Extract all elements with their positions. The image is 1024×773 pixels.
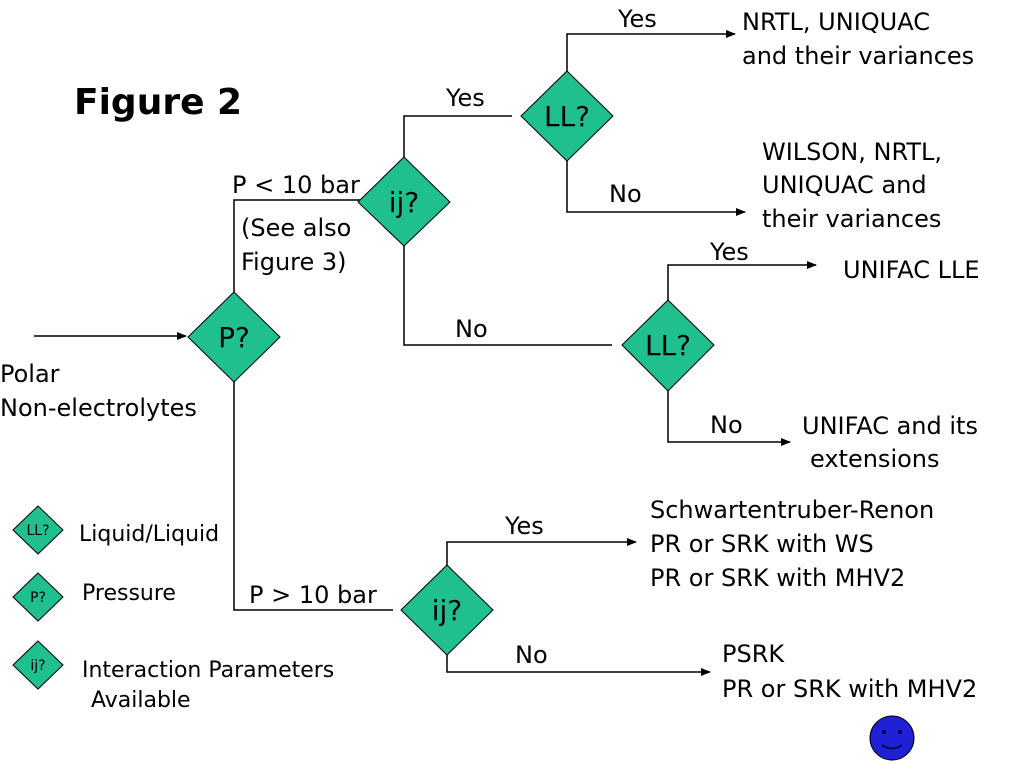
edge-label-see-also-1: (See also	[241, 214, 351, 242]
edge-label-ll-top-yes: Yes	[617, 5, 657, 33]
legend-item-liquid: LL? Liquid/Liquid	[12, 505, 219, 555]
node-ll-top: LL?	[520, 70, 614, 162]
edge-label-ll-mid-no: No	[710, 411, 743, 439]
figure-title: Figure 2	[74, 82, 242, 123]
edge-label-p-low: P < 10 bar	[232, 171, 360, 199]
node-ij-low-label: ij?	[389, 186, 419, 219]
outcome-ll-top-no-line-2: UNIQUAC and	[762, 171, 927, 199]
edge-label-ll-top-no: No	[609, 180, 642, 208]
edge-label-ij-high-yes: Yes	[504, 512, 544, 540]
input-label-line-2: Non-electrolytes	[0, 394, 197, 422]
legend-symbol-ll: LL?	[26, 523, 49, 539]
edge-ij-high-yes	[446, 538, 637, 565]
edge-label-ij-low-no: No	[455, 315, 488, 343]
legend-item-interaction: ij? Interaction Parameters Available	[12, 640, 334, 713]
node-ll-top-label: LL?	[544, 100, 590, 133]
edge-ij-low-no	[403, 246, 612, 346]
legend-symbol-ij: ij?	[30, 658, 45, 674]
smiley-right-eye	[898, 730, 902, 734]
legend-text-ij-line-2: Available	[91, 688, 191, 713]
outcome-ij-high-no-line-2: PR or SRK with MHV2	[722, 675, 977, 703]
edge-label-ij-high-no: No	[515, 641, 548, 669]
edge-ll-mid-no	[667, 391, 791, 446]
legend-item-pressure: P? Pressure	[12, 572, 176, 622]
outcome-ll-mid-no-line-2: extensions	[810, 445, 940, 473]
node-ij-high-diamond	[400, 564, 494, 656]
smiley-face-circle[interactable]	[869, 715, 915, 761]
smiley-left-eye	[882, 730, 886, 734]
legend-text-p: Pressure	[82, 581, 176, 606]
outcome-ll-mid-yes-line-1: UNIFAC LLE	[843, 256, 980, 284]
edge-ll-top-yes	[566, 30, 736, 71]
legend-symbol-p: P?	[30, 590, 46, 606]
legend-text-ij-line-1: Interaction Parameters	[82, 658, 334, 683]
node-p: P?	[187, 291, 281, 383]
edge-label-p-high: P > 10 bar	[249, 581, 377, 609]
node-ll-mid: LL?	[621, 299, 715, 392]
outcome-ij-high-no-line-1: PSRK	[722, 640, 785, 668]
edge-ij-high-no	[446, 655, 711, 676]
outcome-ll-top-yes-line-2: and their variances	[742, 42, 974, 70]
connectors	[34, 30, 817, 676]
node-ll-top-diamond	[520, 70, 614, 162]
outcome-ij-high-yes-line-3: PR or SRK with MHV2	[650, 564, 905, 592]
legend-diamond-ij	[12, 640, 64, 690]
edge-p-to-ij-low	[233, 199, 375, 292]
node-ij-high-label: ij?	[432, 594, 462, 627]
legend-diamond-p	[12, 572, 64, 622]
outcome-ij-high-yes-line-1: Schwartentruber-Renon	[650, 496, 934, 524]
edge-ll-top-no	[566, 161, 746, 216]
node-ij-high: ij?	[400, 564, 494, 656]
edge-label-ll-mid-yes: Yes	[709, 238, 749, 266]
edge-ll-mid-yes	[667, 261, 817, 300]
legend-text-ll: Liquid/Liquid	[79, 522, 219, 547]
edge-label-ij-low-yes: Yes	[445, 84, 485, 112]
edge-label-see-also-2: Figure 3)	[241, 248, 347, 276]
edge-p-to-ij-high	[233, 382, 393, 611]
node-ij-low: ij?	[357, 156, 451, 247]
smiley-face-icon[interactable]	[869, 715, 915, 761]
input-label-line-1: Polar	[0, 360, 60, 388]
smiley-mouth	[881, 744, 903, 750]
legend: LL? Liquid/Liquid P? Pressure ij? Intera…	[12, 505, 334, 713]
outcome-ll-top-no-line-1: WILSON, NRTL,	[762, 138, 942, 166]
outcome-ij-high-yes-line-2: PR or SRK with WS	[650, 530, 874, 558]
edge-ij-low-yes	[403, 115, 512, 157]
outcome-ll-mid-no-line-1: UNIFAC and its	[802, 412, 978, 440]
node-ll-mid-label: LL?	[645, 329, 691, 362]
node-ll-mid-diamond	[621, 299, 715, 392]
outcome-ll-top-yes-line-1: NRTL, UNIQUAC	[742, 8, 930, 36]
node-ij-low-diamond	[357, 156, 451, 247]
node-p-label: P?	[218, 321, 250, 354]
legend-diamond-ll	[12, 505, 64, 555]
node-p-diamond	[187, 291, 281, 383]
outcome-ll-top-no-line-3: their variances	[762, 205, 941, 233]
